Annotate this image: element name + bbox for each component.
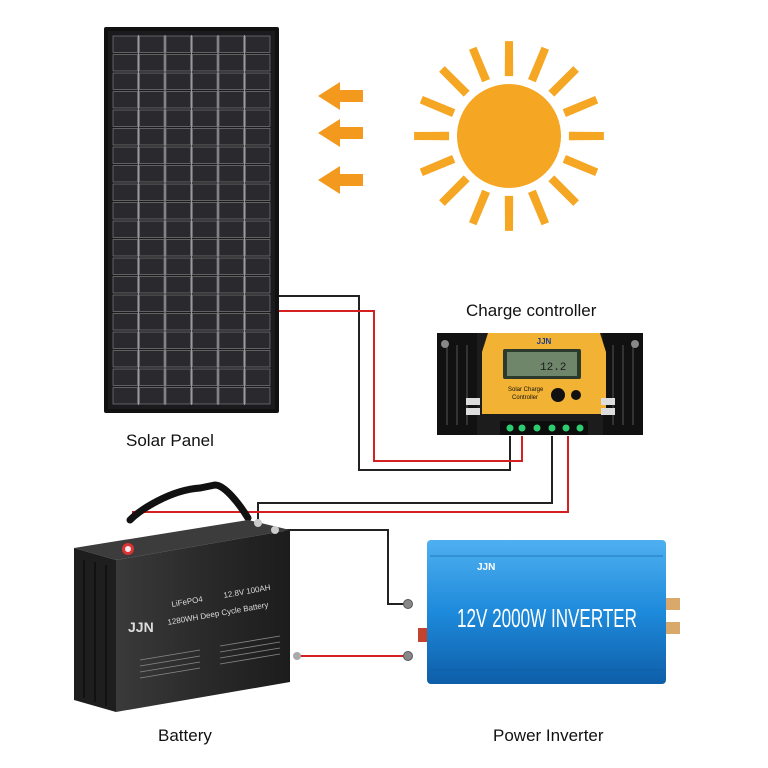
wire-black-inverter [275,529,408,605]
controller-button [571,390,581,400]
inverter-brand: JJN [477,562,495,573]
label-power-inverter: Power Inverter [493,726,604,745]
wire-black-battery [257,436,553,523]
solar-panel [104,27,279,413]
battery-brand: JJN [128,619,154,635]
arrow-left-icon [318,82,363,194]
battery: JJN LiFePO4 12.8V 100AH 1280WH Deep Cycl… [74,481,301,712]
controller-button [551,388,565,402]
power-inverter: JJN 12V 2000W INVERTER [403,540,680,684]
usb-port [601,408,615,415]
inverter-text: 12V 2000W INVERTER [457,603,637,633]
usb-port [466,408,480,415]
label-charge-controller: Charge controller [466,301,597,320]
sun-icon [414,41,604,231]
wire-red-panel [279,310,523,462]
label-battery: Battery [158,726,212,745]
wire-black-panel [279,295,511,471]
usb-port [466,398,480,405]
usb-port [601,398,615,405]
charge-controller: JJN 12.2 Solar Charge Controller [437,333,643,435]
controller-terminals [506,424,584,432]
label-solar-panel: Solar Panel [126,431,214,450]
solar-panel-cells [112,35,271,405]
controller-display-reading: 12.2 [540,362,566,374]
controller-brand: JJN [537,337,552,346]
controller-caption-line1: Solar Charge [508,387,544,393]
controller-caption-line2: Controller [512,395,538,401]
